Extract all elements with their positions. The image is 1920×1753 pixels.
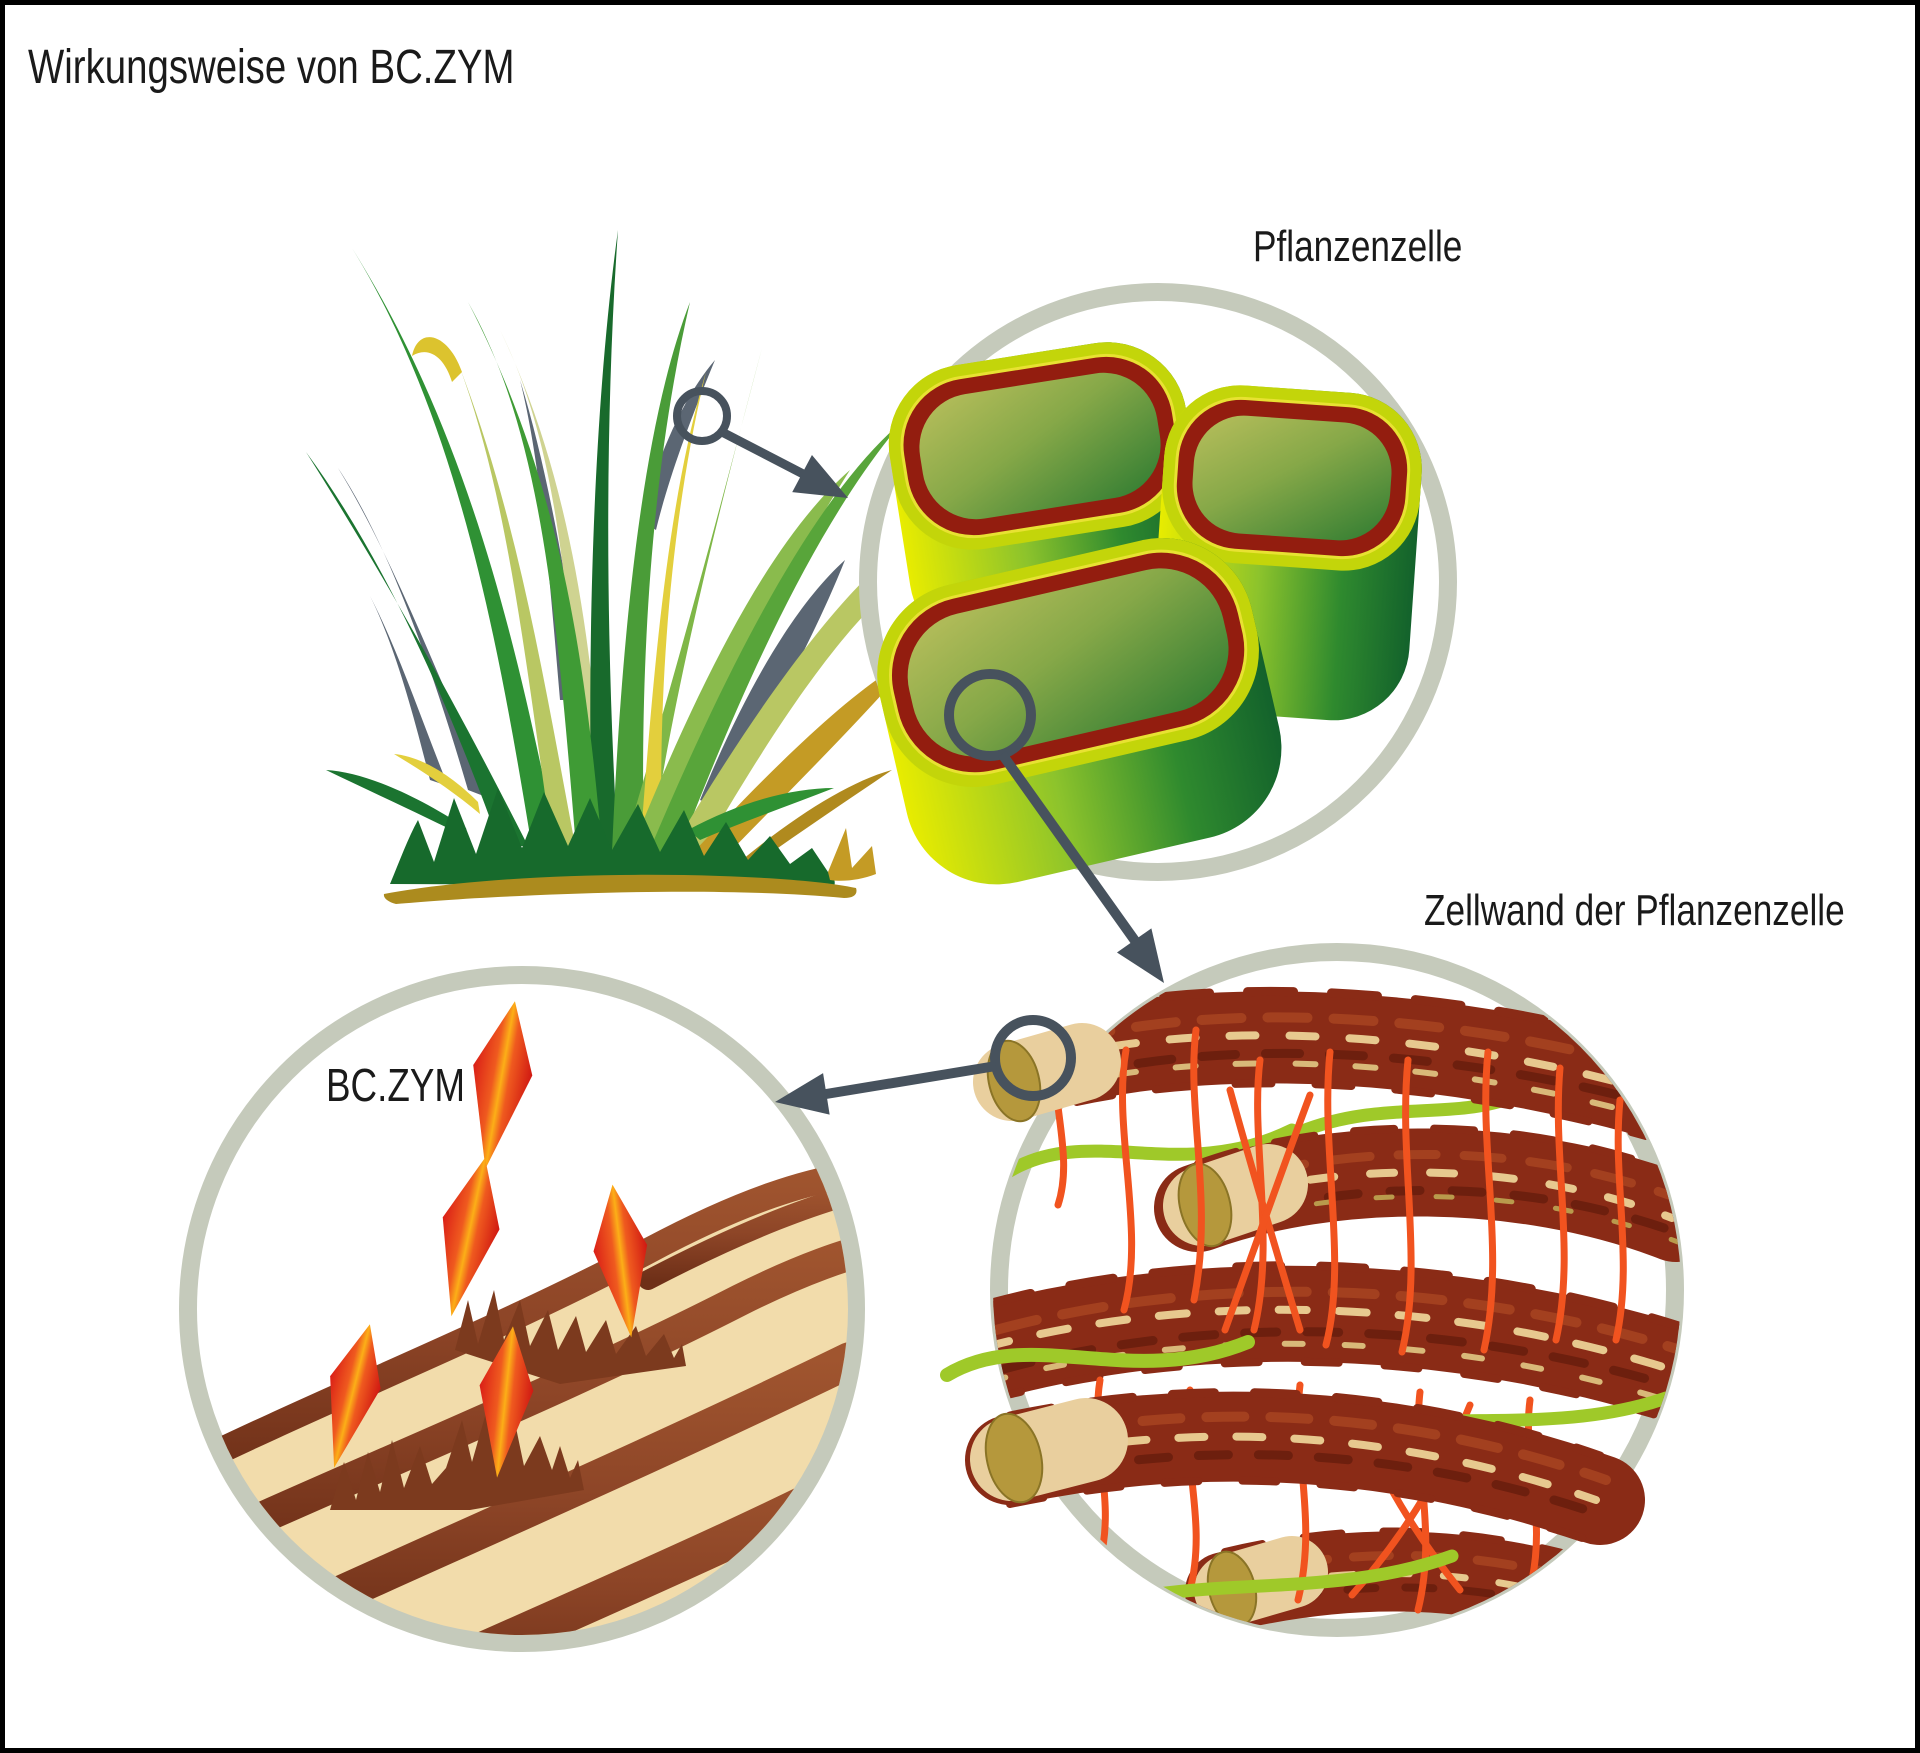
- hemicellulose-strands: [1050, 1018, 1627, 1614]
- zoom-ring-cell-icon: [944, 669, 1036, 761]
- arrow-cell-to-wall-line: [997, 751, 1143, 948]
- plant-cell-c: [877, 537, 1282, 885]
- enzyme-diamond: [479, 1326, 534, 1478]
- enzyme-diamond: [473, 1001, 533, 1169]
- grass-plant-illustration: [306, 230, 963, 904]
- enzyme-action-panel: [179, 966, 865, 1652]
- grass-blades: [306, 230, 963, 862]
- pectin-strand-poking-left: [940, 1335, 1255, 1382]
- cell-wall-panel: [940, 943, 1684, 1637]
- connector-arrows: [673, 387, 1164, 1115]
- arrow-wall-to-enzyme-head-icon: [775, 1073, 830, 1115]
- enzyme-diamonds: [330, 1001, 648, 1478]
- enzyme-diamond: [442, 1157, 500, 1317]
- arrow-grass-to-cell-head-icon: [792, 455, 848, 498]
- page-title: Wirkungsweise von BC.ZYM: [28, 41, 515, 94]
- arrow-wall-to-enzyme-line: [819, 1061, 997, 1100]
- arrow-grass-to-cell-line: [719, 428, 810, 480]
- label-plant-cell: Pflanzenzelle: [1253, 222, 1463, 271]
- label-cell-wall: Zellwand der Pflanzenzelle: [1424, 886, 1845, 935]
- grass-base-clump: [390, 788, 835, 886]
- ground-strip: [383, 874, 857, 904]
- plant-cell-panel: [859, 283, 1457, 885]
- grass-gold-spikes: [828, 828, 876, 881]
- label-enzyme: BC.ZYM: [326, 1059, 466, 1111]
- enzyme-diamond: [330, 1324, 381, 1468]
- zoom-ring-grass-icon: [673, 387, 731, 445]
- arrow-cell-to-wall-head-icon: [1116, 928, 1164, 983]
- fibril-cap-lower-left: [970, 1398, 1128, 1504]
- enzyme-diamond: [593, 1184, 648, 1338]
- zoom-ring-wall-icon: [990, 1015, 1076, 1101]
